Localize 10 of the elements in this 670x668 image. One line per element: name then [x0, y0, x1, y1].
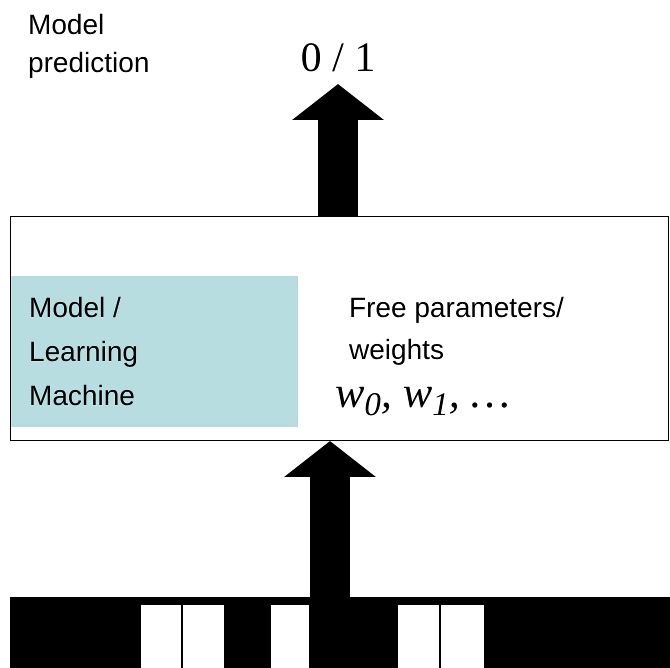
- model-label: Model / Learning Machine: [29, 291, 139, 413]
- input-bar: [10, 597, 670, 668]
- caption-label: Model prediction: [28, 8, 150, 80]
- arrow: [292, 84, 384, 216]
- weights-formula: w$_{0}$, w$_{1}$, …: [335, 367, 510, 419]
- parameters-label: Free parameters/ weights: [349, 291, 565, 367]
- prediction-text: 0 / 1: [300, 37, 376, 79]
- system-box: [10, 216, 669, 441]
- arrow: [284, 441, 376, 597]
- model-box: [11, 276, 298, 427]
